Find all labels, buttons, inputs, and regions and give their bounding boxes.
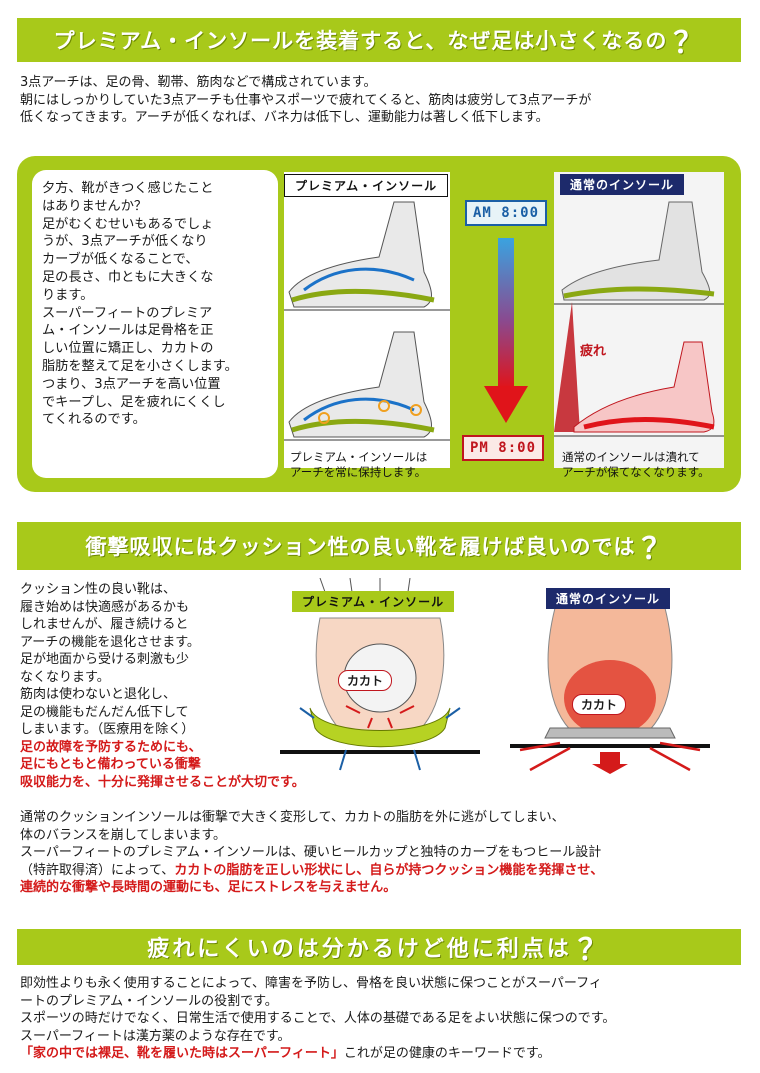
section3-title: 疲れにくいのは分かるけど他に利点は [147, 937, 572, 962]
panel-line: ム・インソールは足骨格を正 [42, 323, 214, 339]
section2-bottom-text: 通常のクッションインソールは衝撃で大きく変形して、カカトの脂肪を外に逃がしてしま… [20, 809, 750, 897]
section1-title-banner: プレミアム・インソールを装着すると、なぜ足は小さくなるの ？ [17, 18, 741, 62]
intro-line: 朝にはしっかりしていた3点アーチも仕事やスポーツで疲れてくると、筋肉は疲労して3… [20, 92, 592, 108]
panel-line: スーパーフィートのプレミア [42, 305, 213, 321]
section1-title: プレミアム・インソールを装着すると、なぜ足は小さくなるの [53, 29, 668, 53]
panel-line: でキープし、足を疲れにくくし [42, 394, 226, 410]
tired-label: 疲れ [580, 344, 607, 359]
section2-title: 衝撃吸収にはクッション性の良い靴を履けば良いのでは [85, 535, 636, 559]
text-line: しまいます。（医療用を除く） [20, 722, 195, 737]
text-line: （特許取得済）によって、カカトの脂肪を正しい形状にし、自らが持つクッション機能を… [20, 862, 750, 880]
panel-line: はありませんか？ [42, 198, 148, 214]
caption-line: プレミアム・インソールは [290, 450, 428, 464]
red-text-line: 連続的な衝撃や長時間の運動にも、足にストレスを与えません。 [20, 880, 397, 895]
text-line: なくなります。 [20, 669, 110, 685]
heel-label-normal: カカト [572, 694, 627, 715]
caption-line: 通常のインソールは潰れて [562, 450, 700, 464]
panel-line: 足の長さ、巾ともに大きくな [42, 269, 214, 285]
panel-line: 脂肪を整えて足を小さくします。 [42, 358, 238, 374]
premium-insole-tag: プレミアム・インソール [284, 174, 449, 197]
red-text-line: 吸収能力を、十分に発揮させることが大切です。 [20, 774, 305, 790]
text-line: クッション性の良い靴は、 [20, 582, 177, 597]
text-line: 体のバランスを崩してしまいます。 [20, 827, 227, 843]
question-mark: ？ [673, 26, 705, 61]
panel-line: 足がむくむせいもあるでしょ [42, 216, 214, 232]
section2-title-banner: 衝撃吸収にはクッション性の良い靴を履けば良いのでは ？ [17, 522, 741, 570]
text-line: スポーツの時だけでなく、日常生活で使用することで、人体の基礎である足をよい状態に… [20, 1011, 616, 1026]
section3-title-banner: 疲れにくいのは分かるけど他に利点は ？ [17, 929, 741, 968]
clock-am-label: AM 8:00 [465, 200, 548, 226]
text-line: スーパーフィートは漢方薬のような存在です。 [20, 1028, 291, 1044]
panel-line: うが、3点アーチが低くなり [42, 234, 208, 250]
panel-line: つまり、3点アーチを高い位置 [42, 376, 221, 392]
premium-caption: プレミアム・インソールは アーチを常に保持します。 [290, 450, 427, 480]
time-gradient-arrow-icon [482, 238, 530, 428]
text-line: 足の機能もだんだん低下して [20, 704, 189, 720]
normal-insole-tag-2: 通常のインソール [546, 588, 671, 609]
heel-label-premium: カカト [338, 670, 393, 691]
text-line: 足が地面から受ける刺激も少 [20, 652, 190, 667]
panel-line: てくれるのです。 [42, 412, 146, 428]
text-plain: これが足の健康のキーワードです。 [343, 1046, 551, 1061]
text-line: スーパーフィートのプレミアム・インソールは、硬いヒールカップと独特のカーブをもつ… [20, 845, 602, 860]
panel-line: ります。 [42, 287, 94, 303]
text-plain: （特許取得済）によって、 [20, 862, 175, 878]
text-line: ートのプレミアム・インソールの役割です。 [20, 993, 278, 1009]
clock-pm-label: PM 8:00 [462, 435, 545, 461]
red-text-line: 足の故障を予防するためにも、 [20, 739, 202, 755]
text-line: 「家の中では裸足、靴を履いた時はスーパーフィート」これが足の健康のキーワードです… [20, 1045, 750, 1063]
panel-line: カーブが低くなることで、 [42, 252, 199, 268]
section3-text: 即効性よりも永く使用することによって、障害を予防し、骨格を良い状態に保つことがス… [20, 975, 750, 1063]
premium-insole-tag-2: プレミアム・インソール [292, 591, 455, 612]
text-line: 通常のクッションインソールは衝撃で大きく変形して、カカトの脂肪を外に逃がしてしま… [20, 810, 565, 825]
text-line: 履き始めは快適感があるかも [20, 599, 190, 615]
normal-caption: 通常のインソールは潰れて アーチが保てなくなります。 [562, 450, 710, 480]
intro-line: 3点アーチは、足の骨、靭帯、筋肉などで構成されています。 [20, 75, 377, 90]
caption-line: アーチを常に保持します。 [290, 465, 427, 479]
text-line: 即効性よりも永く使用することによって、障害を予防し、骨格を良い状態に保つことがス… [20, 976, 602, 991]
red-text-line: 足にもともと備わっている衝撃 [20, 757, 201, 772]
text-red: カカトの脂肪を正しい形状にし、自らが持つクッション機能を発揮させ、 [174, 862, 604, 878]
question-mark: ？ [641, 532, 673, 567]
text-line: 筋肉は使わないと退化し、 [20, 687, 177, 702]
question-mark: ？ [577, 933, 611, 968]
section2-left-text: クッション性の良い靴は、 履き始めは快適感があるかも しれませんが、履き続けると… [20, 581, 305, 791]
text-line: しれませんが、履き続けると [20, 617, 189, 632]
panel-line: しい位置に矯正し、カカトの [42, 341, 214, 357]
caption-line: アーチが保てなくなります。 [562, 465, 710, 479]
normal-foot-illustration [554, 172, 724, 468]
panel1-textbox: 夕方、靴がきつく感じたこと はありませんか？ 足がむくむせいもあるでしょ うが、… [32, 170, 278, 478]
panel-line: 夕方、靴がきつく感じたこと [42, 181, 214, 196]
text-red: 「家の中では裸足、靴を履いた時はスーパーフィート」 [20, 1046, 344, 1061]
normal-insole-tag: 通常のインソール [560, 174, 685, 195]
text-line: アーチの機能を退化させます。 [20, 634, 200, 650]
premium-foot-illustration [284, 172, 450, 468]
section1-intro: 3点アーチは、足の骨、靭帯、筋肉などで構成されています。 朝にはしっかりしていた… [20, 74, 740, 127]
intro-line: 低くなってきます。アーチが低くなれば、バネ力は低下し、運動能力は著しく低下します… [20, 110, 549, 125]
